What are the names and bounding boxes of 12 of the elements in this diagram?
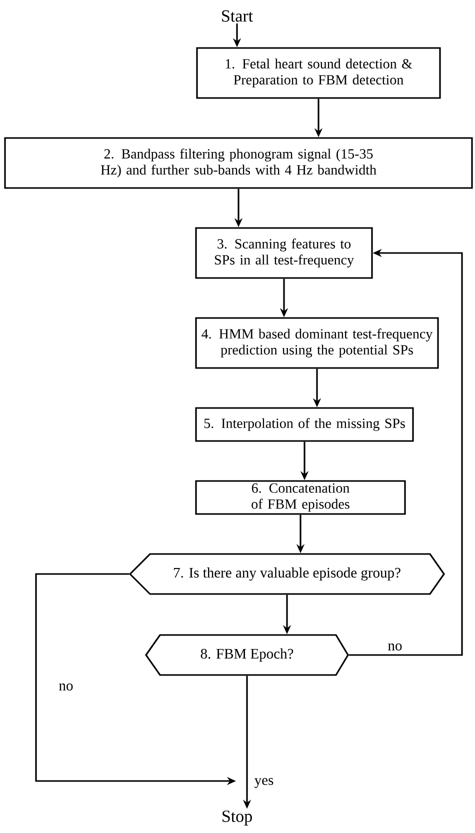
- process-box: 3. Scanning features to SPs in all test-frequency: [195, 227, 373, 279]
- process-box: 2. Bandpass filtering phonogram signal (15-35 Hz) and further sub-bands with 4 Hz bandwidth: [4, 137, 473, 189]
- edge-label: no: [386, 642, 404, 652]
- process-box: 6. Concatenation of FBM episodes: [195, 480, 406, 515]
- process-box: 5. Interpolation of the missing SPs: [195, 407, 414, 442]
- decision-hexagon: 8. FBM Epoch?: [145, 634, 349, 676]
- edge-label: no: [58, 682, 74, 692]
- process-box: 4. HMM based dominant test-frequency prediction using the potential SPs: [195, 317, 439, 369]
- terminal-label: Start: [222, 10, 253, 22]
- edge-label: yes: [253, 777, 275, 789]
- terminal-label: Stop: [222, 810, 252, 826]
- process-box: 1. Fetal heart sound detection & Preparation to FBM detection: [196, 47, 441, 99]
